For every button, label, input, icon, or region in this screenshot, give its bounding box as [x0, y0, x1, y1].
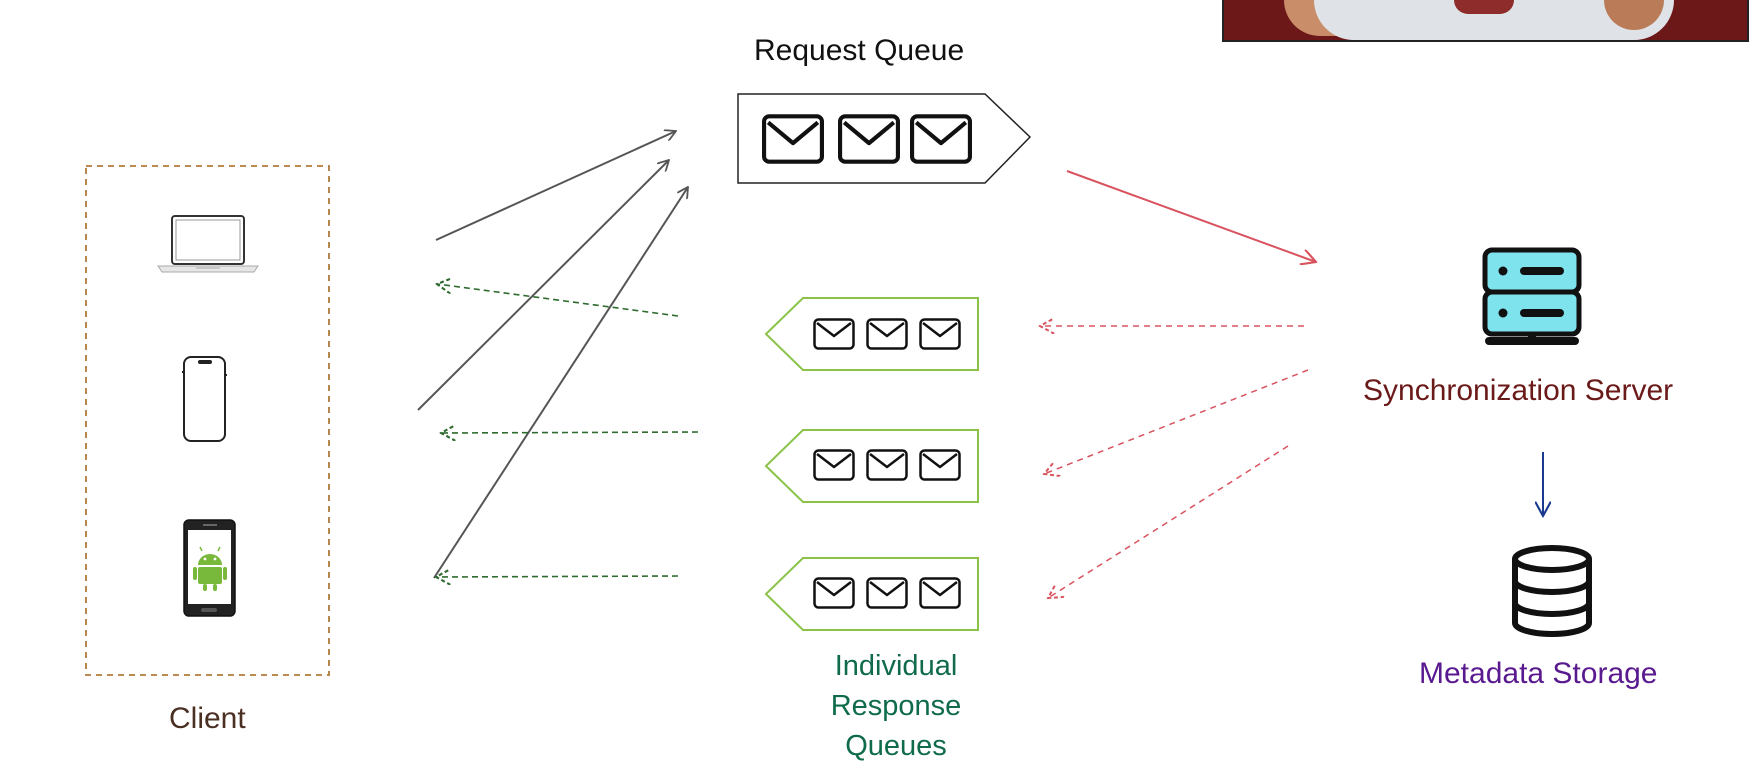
response-queues-label-line2: Response [830, 690, 962, 722]
envelope-icon [919, 318, 961, 350]
webcam-collar [1454, 0, 1514, 14]
response-queue-3 [764, 557, 979, 631]
response-arrow-1 [437, 284, 679, 317]
envelope-icon [866, 318, 908, 350]
android-phone-icon [183, 519, 236, 617]
sync-server-label: Synchronization Server [1363, 374, 1674, 407]
server-to-queue-arrow-3 [1048, 445, 1289, 598]
laptop-icon [157, 215, 259, 273]
envelope-icon [866, 449, 908, 481]
client-group-box [85, 165, 330, 676]
envelope-icon [840, 116, 898, 161]
client-label: Client [169, 702, 246, 735]
queue-to-server-arrow [1066, 170, 1316, 262]
envelope-icon [764, 116, 822, 161]
envelope-icon [813, 318, 855, 350]
envelope-icon [919, 577, 961, 609]
envelope-icon [919, 449, 961, 481]
response-queues-label: Individual Response Queues [800, 646, 992, 766]
response-queues-label-line1: Individual [834, 650, 958, 682]
response-arrow-2 [441, 432, 699, 433]
request-arrow-1 [435, 131, 676, 241]
webcam-overlay [1222, 0, 1749, 42]
smartphone-icon [182, 356, 227, 442]
envelope-icon [813, 577, 855, 609]
request-queue [737, 93, 1032, 184]
response-arrow-3 [436, 576, 679, 577]
database-icon [1512, 545, 1592, 637]
envelope-icon [866, 577, 908, 609]
response-queues-label-line3: Queues [845, 730, 947, 762]
request-queue-label: Request Queue [754, 34, 965, 67]
request-arrow-3 [433, 187, 688, 579]
metadata-storage-label: Metadata Storage [1419, 657, 1658, 690]
request-arrow-2 [417, 160, 669, 411]
server-rack-icon [1482, 247, 1582, 345]
envelope-icon [912, 116, 970, 161]
envelope-icon [813, 449, 855, 481]
server-to-queue-arrow-2 [1044, 369, 1309, 474]
response-queue-2 [764, 429, 979, 503]
response-queue-1 [764, 297, 979, 371]
